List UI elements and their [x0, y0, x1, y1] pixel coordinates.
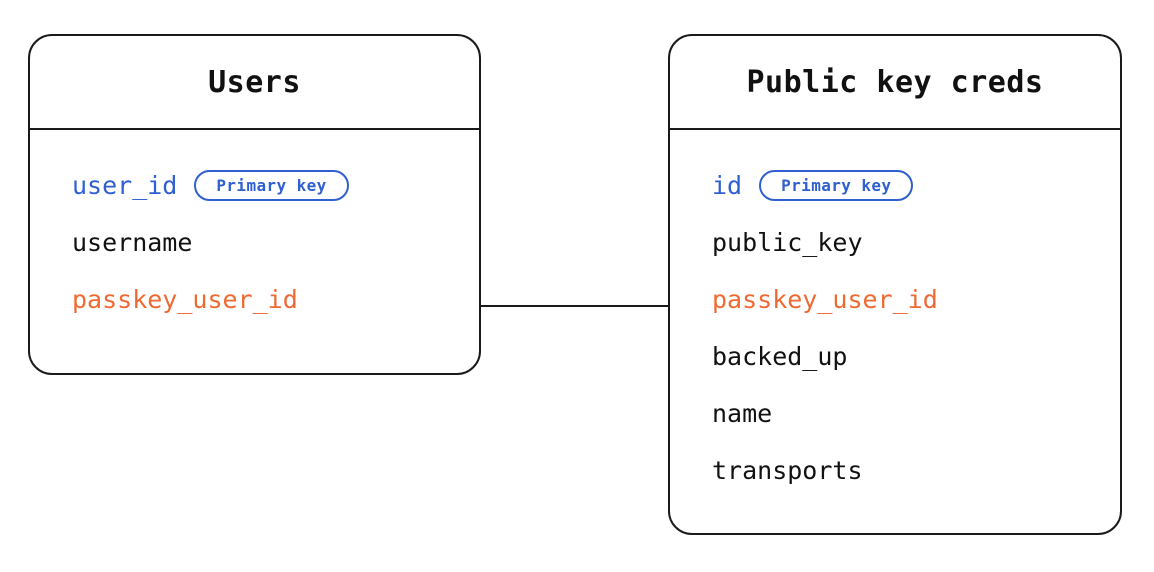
entity-title-users: Users — [208, 64, 301, 100]
primary-key-badge: Primary key — [759, 170, 914, 201]
entity-box-public-key-creds[interactable]: Public key creds id Primary key public_key… — [668, 34, 1122, 535]
field-row[interactable]: username — [30, 214, 479, 271]
entity-header-divider — [670, 128, 1120, 130]
field-name-name: name — [712, 399, 773, 428]
field-name-id: id — [712, 171, 743, 200]
field-name-backed-up: backed_up — [712, 342, 848, 371]
field-row[interactable]: id Primary key — [670, 157, 1120, 214]
relationship-connector-line — [481, 305, 670, 307]
field-name-username: username — [72, 228, 193, 257]
field-row[interactable]: passkey_user_id — [670, 271, 1120, 328]
field-name-user-id: user_id — [72, 171, 178, 200]
field-row[interactable]: transports — [670, 442, 1120, 499]
field-row[interactable]: backed_up — [670, 328, 1120, 385]
field-row[interactable]: passkey_user_id — [30, 271, 479, 328]
entity-title-public-key-creds: Public key creds — [746, 64, 1044, 100]
primary-key-badge: Primary key — [194, 170, 349, 201]
field-name-transports: transports — [712, 456, 863, 485]
field-row[interactable]: public_key — [670, 214, 1120, 271]
field-name-passkey-user-id: passkey_user_id — [72, 285, 298, 314]
entity-header-divider — [30, 128, 479, 130]
field-row[interactable]: user_id Primary key — [30, 157, 479, 214]
field-name-public-key: public_key — [712, 228, 863, 257]
field-name-passkey-user-id: passkey_user_id — [712, 285, 938, 314]
field-row[interactable]: name — [670, 385, 1120, 442]
